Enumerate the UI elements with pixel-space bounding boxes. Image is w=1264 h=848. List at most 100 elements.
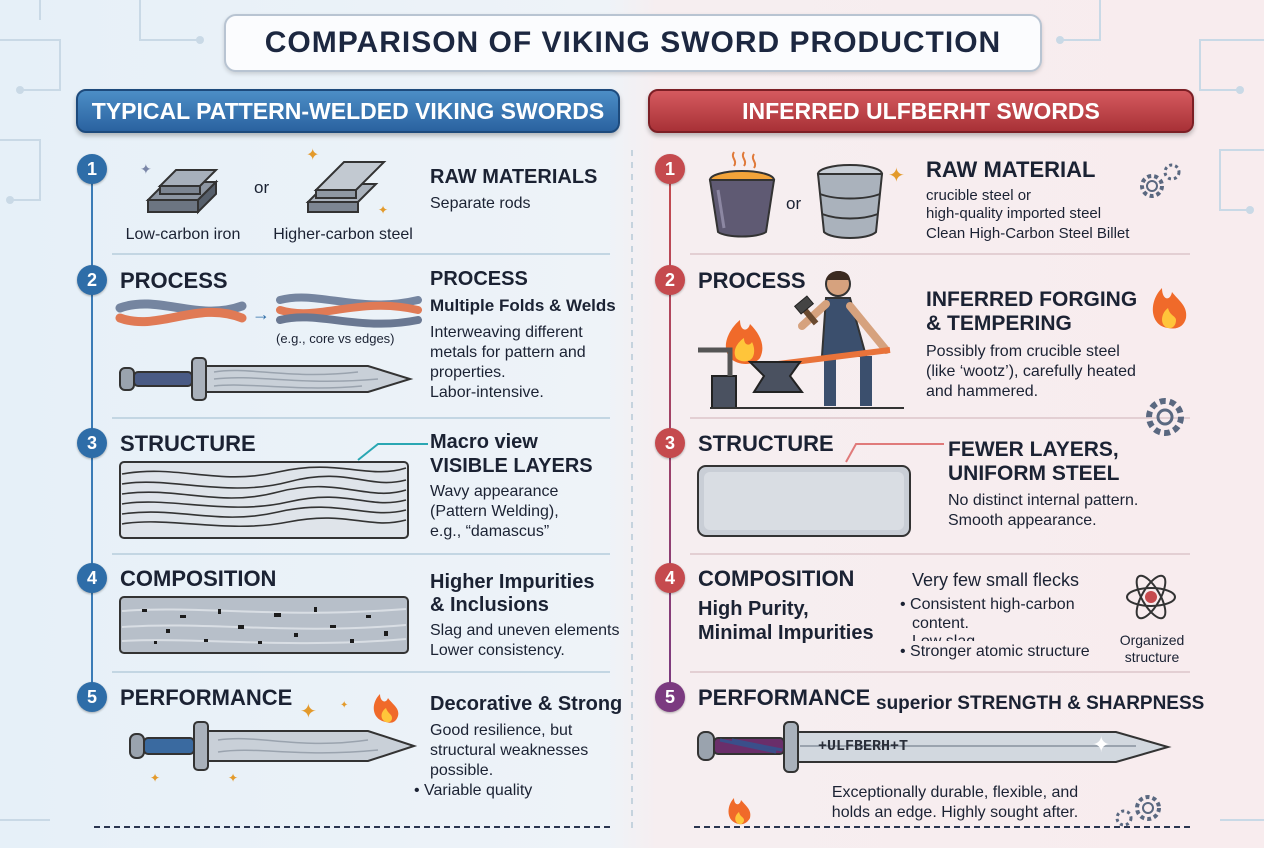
material-label: Low-carbon iron <box>125 226 241 243</box>
layered-steel-bar-illustration <box>119 443 428 539</box>
left-separator <box>112 253 610 255</box>
right-ground-line <box>694 826 1190 828</box>
step-number-badge: 5 <box>77 682 107 712</box>
atom-label-line: Organized <box>1119 632 1185 648</box>
section-text: Exceptionally durable, flexible, and <box>831 784 1079 801</box>
section-text: Slag and uneven elements <box>430 622 620 639</box>
section-heading: Decorative & Strong <box>430 693 623 715</box>
bullet-text: Variable quality <box>424 782 533 799</box>
section-name: STRUCTURE <box>120 431 256 456</box>
section-name: PROCESS <box>120 268 228 293</box>
section-heading: superior STRENGTH & SHARPNESS <box>876 693 1205 714</box>
section-heading: FEWER LAYERS, <box>948 438 1119 461</box>
step-number-badge: 3 <box>655 428 685 458</box>
svg-text:✦: ✦ <box>1092 732 1110 757</box>
section-text: Clean High-Carbon Steel Billet <box>926 225 1130 242</box>
bullet-text: content. <box>912 615 969 632</box>
right-separator <box>690 671 1190 673</box>
sword-inscription: +ULFBERH+T <box>818 738 909 755</box>
steel-bar-stack-icon: ✦ ✦ <box>305 147 388 217</box>
section-text: Smooth appearance. <box>948 512 1097 529</box>
section-subheading: & Inclusions <box>430 594 549 616</box>
svg-text:✦: ✦ <box>150 771 160 785</box>
section-bullet: • Variable quality <box>414 782 533 799</box>
section-text: Separate rods <box>430 195 531 212</box>
section-subheading: VISIBLE LAYERS <box>430 455 593 477</box>
step-number-badge: 4 <box>77 563 107 593</box>
section-name: PROCESS <box>698 268 806 293</box>
atom-icon <box>1126 574 1176 620</box>
section-subheading: Multiple Folds & Welds <box>430 296 616 315</box>
section-text: and hammered. <box>926 383 1039 400</box>
section-name: COMPOSITION <box>120 566 277 591</box>
atom-label-line: structure <box>1124 649 1180 665</box>
right-column-header: INFERRED ULFBERHT SWORDS <box>648 89 1194 133</box>
section-text: No distinct internal pattern. <box>948 492 1139 509</box>
section-heading: PROCESS <box>430 268 528 290</box>
step-number-badge: 5 <box>655 682 685 712</box>
svg-text:→: → <box>252 304 270 324</box>
step-number-badge: 4 <box>655 563 685 593</box>
section-heading: INFERRED FORGING <box>926 288 1138 311</box>
pattern-welded-sword-icon <box>119 357 414 401</box>
left-separator <box>112 671 610 673</box>
section-text: holds an edge. Highly sought after. <box>831 804 1079 821</box>
svg-text:✦: ✦ <box>140 161 152 177</box>
svg-text:✦: ✦ <box>306 147 319 164</box>
step-number-badge: 1 <box>77 154 107 184</box>
section-name: PERFORMANCE <box>120 685 293 710</box>
section-heading: Macro view <box>430 431 538 453</box>
step-number-badge: 1 <box>655 154 685 184</box>
section-bullet: • Stronger atomic structure <box>900 643 1090 660</box>
section-text: properties. <box>430 364 506 381</box>
crucible-icon <box>708 151 776 238</box>
section-heading: RAW MATERIAL <box>926 157 1096 182</box>
section-text: (like ‘wootz’), carefully heated <box>926 363 1136 380</box>
section-topnote: Very few small flecks <box>912 570 1080 590</box>
section-text: structural weaknesses <box>430 742 589 759</box>
flame-icon <box>1152 288 1187 329</box>
bullet-text: Stronger atomic structure <box>910 643 1090 660</box>
section-text: possible. <box>430 762 494 779</box>
section-text: e.g., “damascus” <box>430 523 550 540</box>
section-name: COMPOSITION <box>698 566 855 591</box>
left-separator <box>112 417 610 419</box>
section-bullet: • Consistent high-carbon <box>900 596 1075 613</box>
section-heading: High Purity, <box>698 598 809 620</box>
atom-label: Organized structure <box>1114 632 1190 666</box>
section-text: metals for pattern and <box>430 344 586 361</box>
gears-icon <box>1140 163 1181 198</box>
left-ground-line <box>94 826 610 828</box>
section-text: Wavy appearance <box>430 483 559 500</box>
impure-steel-bar-illustration <box>119 596 409 654</box>
iron-bar-stack-icon: ✦ <box>140 161 219 215</box>
svg-text:✦: ✦ <box>888 165 905 187</box>
step-number-badge: 2 <box>655 265 685 295</box>
or-label: or <box>786 194 802 213</box>
steel-bucket-icon: ✦ <box>816 164 905 239</box>
blacksmith-forging-illustration <box>698 271 904 409</box>
section-heading: RAW MATERIALS <box>430 166 598 188</box>
svg-text:✦: ✦ <box>300 701 317 723</box>
material-label: Higher-carbon steel <box>273 226 413 243</box>
section-subheading: & TEMPERING <box>926 312 1072 335</box>
svg-text:✦: ✦ <box>378 203 388 217</box>
section-text: Possibly from crucible steel <box>926 343 1120 360</box>
viking-sword-icon: ✦ ✦ <box>129 721 418 785</box>
section-subheading: Minimal Impurities <box>698 622 874 644</box>
bullet-text: Low slag <box>912 632 975 641</box>
right-separator <box>690 417 1190 419</box>
section-text: Lower consistency. <box>430 642 565 659</box>
section-text: Interweaving different <box>430 324 583 341</box>
svg-text:✦: ✦ <box>228 771 238 785</box>
page-title: COMPARISON OF VIKING SWORD PRODUCTION <box>224 14 1042 72</box>
left-separator <box>112 553 610 555</box>
section-heading: Higher Impurities <box>430 571 595 593</box>
section-text: Good resilience, but <box>430 722 573 739</box>
gear-icon <box>1146 398 1184 436</box>
uniform-steel-billet-illustration <box>697 443 944 537</box>
section-name: STRUCTURE <box>698 431 834 456</box>
section-text: Labor-intensive. <box>430 384 544 401</box>
folded-rods-illustration: → <box>115 293 422 328</box>
